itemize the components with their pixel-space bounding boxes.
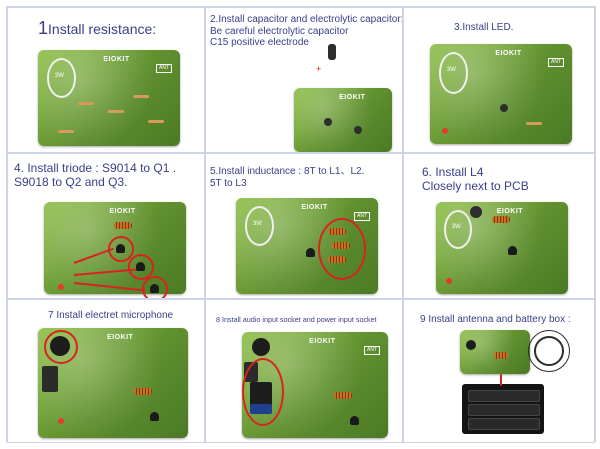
step-9-panel: 9 Install antenna and battery box : xyxy=(403,299,595,443)
pcb-board: 3W EIOKIT ANT xyxy=(430,44,572,144)
step-6-caption: 6. Install L4 Closely next to PCB xyxy=(422,165,529,193)
pcb-logo: EIOKIT xyxy=(103,56,130,63)
step-2-caption: 2.Install capacitor and electrolytic cap… xyxy=(210,14,403,48)
step-7-caption: 7 Install electret microphone xyxy=(48,310,174,321)
electret-microphone xyxy=(252,338,270,356)
pointer-arrow xyxy=(73,268,136,276)
step-6-panel: 6. Install L4 Closely next to PCB 3W EIO… xyxy=(403,153,595,299)
pcb-board: 3W EIOKIT ANT xyxy=(236,198,378,294)
pcb-board: EIOKIT xyxy=(294,88,392,152)
resistor xyxy=(148,120,164,123)
pcb-board xyxy=(460,330,530,374)
inductor-l4 xyxy=(492,216,510,223)
step-4-panel: 4. Install triode : S9014 to Q1 . S9018 … xyxy=(7,153,205,299)
pointer-arrow xyxy=(73,247,114,264)
step-8-panel: 8 Install audio input socket and power i… xyxy=(205,299,403,443)
resistor xyxy=(133,95,149,98)
electrolytic-capacitor xyxy=(328,44,336,60)
step-8-caption: 8 Install audio input socket and power i… xyxy=(216,315,377,324)
step-4-caption: 4. Install triode : S9014 to Q1 . S9018 … xyxy=(14,161,177,189)
highlight-circle xyxy=(128,254,154,280)
resistor xyxy=(78,102,94,105)
highlight-circle xyxy=(44,330,78,364)
capacitor xyxy=(324,118,332,126)
instruction-grid: 1Install resistance: 3W EIOKIT ANT 2.Ins… xyxy=(6,6,596,443)
resistor xyxy=(58,130,74,133)
capacitor xyxy=(354,126,362,134)
highlight-ellipse xyxy=(242,358,284,426)
antenna-pad: ANT xyxy=(156,64,172,73)
antenna-wire xyxy=(528,330,570,372)
pointer-arrow xyxy=(73,282,146,292)
step-2-panel: 2.Install capacitor and electrolytic cap… xyxy=(205,7,403,153)
highlight-ellipse xyxy=(318,218,366,280)
polarity-mark: + xyxy=(316,64,322,74)
step-7-panel: 7 Install electret microphone EIOKIT xyxy=(7,299,205,443)
variable-capacitor xyxy=(470,206,482,218)
step-5-panel: 5.Install inductance : 8T to L1、L2. 5T t… xyxy=(205,153,403,299)
step-1-panel: 1Install resistance: 3W EIOKIT ANT xyxy=(7,7,205,153)
battery-wire-red xyxy=(500,374,502,386)
step-9-caption: 9 Install antenna and battery box : xyxy=(420,314,571,325)
step-1-number: 1 xyxy=(38,18,49,38)
step-3-caption: 3.Install LED. xyxy=(454,22,514,33)
battery-clip xyxy=(250,404,272,414)
highlight-circle xyxy=(142,276,168,298)
pcb-board: 3W EIOKIT xyxy=(436,202,568,294)
speaker-ring: 3W xyxy=(46,58,77,99)
pcb-board: 3W EIOKIT ANT xyxy=(38,50,180,146)
pcb-board: EIOKIT xyxy=(38,328,188,438)
pcb-board: EIOKIT ANT xyxy=(242,332,388,438)
resistor xyxy=(108,110,124,113)
audio-socket xyxy=(42,366,58,392)
step-5-caption: 5.Install inductance : 8T to L1、L2. 5T t… xyxy=(210,166,365,189)
step-1-caption: 1Install resistance: xyxy=(38,18,157,38)
step-3-panel: 3.Install LED. 3W EIOKIT ANT xyxy=(403,7,595,153)
pcb-board: EIOKIT xyxy=(44,202,186,298)
led xyxy=(442,128,448,134)
battery-box xyxy=(462,384,544,434)
